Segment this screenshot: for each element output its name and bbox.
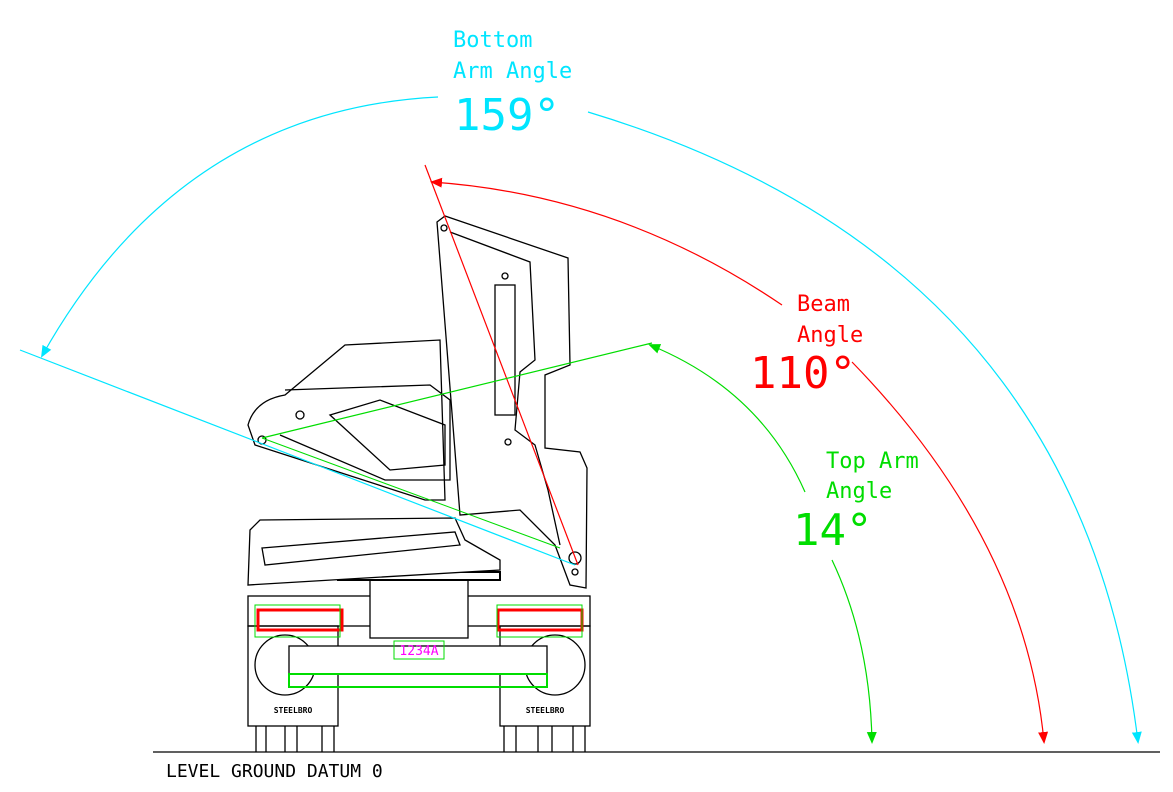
ground-datum-label: LEVEL GROUND DATUM 0 xyxy=(166,761,383,782)
bottom-arm-angle-arc-right xyxy=(587,111,1142,744)
top-arm-angle-arc-bottom xyxy=(831,559,877,744)
bottom-arm-angle-value: 159° xyxy=(454,90,560,141)
bottom-arm-label-line2: Arm Angle xyxy=(453,59,572,84)
bottom-arm-reference-line xyxy=(19,349,576,566)
license-plate: 1234A xyxy=(399,644,438,659)
bottom-arm-label-line1: Bottom xyxy=(453,28,532,53)
mudflap-right-text: STEELBRO xyxy=(526,706,565,715)
bottom-arm-angle-arc-left xyxy=(41,96,439,358)
crane-beam xyxy=(436,215,588,589)
top-arm-angle-arc-top xyxy=(648,344,806,493)
beam-reference-line xyxy=(424,164,579,566)
beam-label-line1: Beam xyxy=(797,292,850,317)
top-arm-reference-line xyxy=(261,342,653,439)
truck-rear-body xyxy=(247,571,591,752)
beam-angle-arc-bottom xyxy=(851,361,1049,744)
top-arm-angle-value: 14° xyxy=(793,505,872,556)
beam-label-line2: Angle xyxy=(797,323,863,348)
beam-angle-arc-top xyxy=(430,177,783,306)
top-arm-label-line2: Angle xyxy=(826,479,892,504)
mudflap-left-text: STEELBRO xyxy=(274,706,313,715)
beam-angle-value: 110° xyxy=(750,348,856,399)
crane-bottom-arm xyxy=(247,339,501,586)
top-arm-label-line1: Top Arm xyxy=(826,449,919,474)
top-arm-reference-line-2 xyxy=(261,437,561,549)
